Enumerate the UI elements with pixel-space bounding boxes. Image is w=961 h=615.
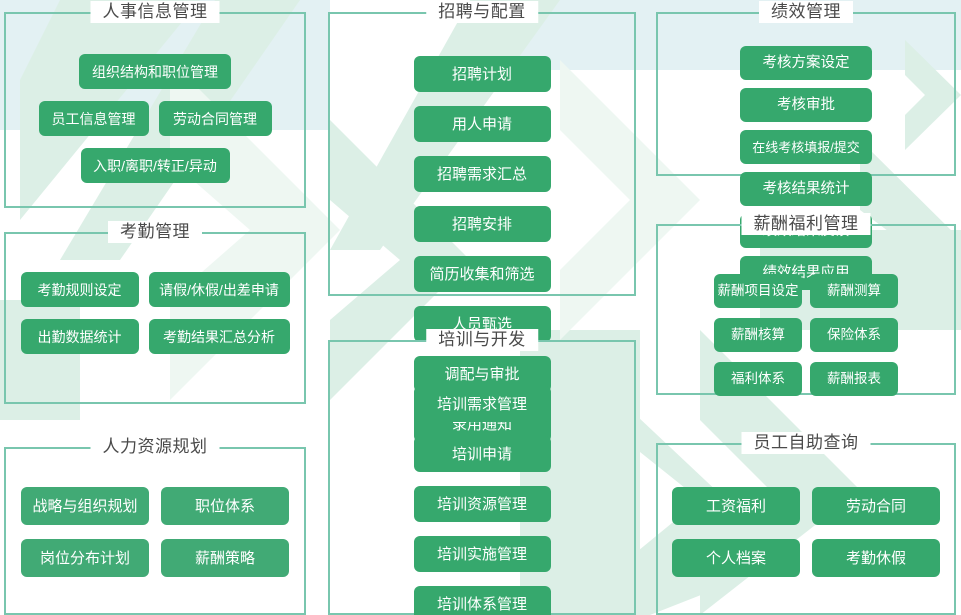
- module-button-salary-accounting[interactable]: 薪酬核算: [714, 318, 802, 352]
- module-button-training-resource[interactable]: 培训资源管理: [413, 486, 551, 522]
- panel-title-attendance: 考勤管理: [108, 221, 202, 243]
- module-button-appraisal-scheme[interactable]: 考核方案设定: [740, 46, 872, 80]
- module-button-attendance-leave-query[interactable]: 考勤休假: [812, 539, 940, 577]
- module-button-employee-info[interactable]: 员工信息管理: [38, 101, 149, 136]
- module-button-attendance-analysis[interactable]: 考勤结果汇总分析: [148, 319, 290, 354]
- module-button-resume-collection[interactable]: 简历收集和筛选: [413, 256, 551, 292]
- module-button-salary-item-setup[interactable]: 薪酬项目设定: [714, 274, 802, 308]
- panel-body-hr-planning: 战略与组织规划 职位体系 岗位分布计划 薪酬策略: [6, 487, 304, 577]
- module-button-training-system[interactable]: 培训体系管理: [413, 586, 551, 615]
- module-button-online-appraisal-submit[interactable]: 在线考核填报/提交: [740, 130, 872, 164]
- panel-attendance: 考勤管理 考勤规则设定 请假/休假/出差申请 出勤数据统计 考勤结果汇总分析: [4, 221, 306, 404]
- module-button-labor-contract[interactable]: 劳动合同管理: [158, 101, 272, 136]
- panel-hr-info: 人事信息管理 组织结构和职位管理 员工信息管理 劳动合同管理 入职/离职/转正/…: [4, 1, 306, 208]
- module-button-hiring-request[interactable]: 用人申请: [413, 106, 551, 142]
- panel-compensation-benefits: 薪酬福利管理 薪酬项目设定 薪酬测算 薪酬核算 保险体系 福利体系 薪酬报表: [656, 213, 956, 396]
- module-button-appraisal-approval[interactable]: 考核审批: [740, 88, 872, 122]
- panel-hr-planning: 人力资源规划 战略与组织规划 职位体系 岗位分布计划 薪酬策略: [4, 436, 306, 615]
- module-button-post-distribution-plan[interactable]: 岗位分布计划: [21, 539, 149, 577]
- module-button-salary-benefits-query[interactable]: 工资福利: [672, 487, 800, 525]
- module-button-onboard-offboard[interactable]: 入职/离职/转正/异动: [80, 148, 230, 183]
- module-button-training-application[interactable]: 培训申请: [413, 436, 551, 472]
- panel-training-development: 培训与开发 培训需求管理 培训申请 培训资源管理 培训实施管理 培训体系管理 培…: [328, 329, 636, 615]
- panel-title-performance: 绩效管理: [759, 1, 853, 23]
- panel-title-employee-self-service: 员工自助查询: [741, 432, 871, 454]
- module-button-insurance-system[interactable]: 保险体系: [810, 318, 898, 352]
- module-button-recruitment-schedule[interactable]: 招聘安排: [413, 206, 551, 242]
- panel-title-hr-info: 人事信息管理: [90, 1, 220, 23]
- module-button-labor-contract-query[interactable]: 劳动合同: [812, 487, 940, 525]
- module-button-training-implementation[interactable]: 培训实施管理: [413, 536, 551, 572]
- module-button-salary-strategy[interactable]: 薪酬策略: [161, 539, 289, 577]
- module-button-recruitment-demand-summary[interactable]: 招聘需求汇总: [413, 156, 551, 192]
- module-button-recruitment-plan[interactable]: 招聘计划: [413, 56, 551, 92]
- module-button-salary-report[interactable]: 薪酬报表: [810, 362, 898, 396]
- module-button-training-demand[interactable]: 培训需求管理: [413, 386, 551, 422]
- panel-recruitment: 招聘与配置 招聘计划 用人申请 招聘需求汇总 招聘安排 简历收集和筛选 人员甄选…: [328, 1, 636, 442]
- module-button-position-system[interactable]: 职位体系: [161, 487, 289, 525]
- module-button-attendance-stats[interactable]: 出勤数据统计: [20, 319, 139, 354]
- module-button-attendance-rules[interactable]: 考勤规则设定: [20, 272, 139, 307]
- module-button-benefits-system[interactable]: 福利体系: [714, 362, 802, 396]
- panel-employee-self-service: 员工自助查询 工资福利 劳动合同 个人档案 考勤休假: [656, 432, 956, 615]
- module-button-strategy-org-planning[interactable]: 战略与组织规划: [21, 487, 149, 525]
- panel-body-attendance: 考勤规则设定 请假/休假/出差申请 出勤数据统计 考勤结果汇总分析: [6, 272, 304, 354]
- module-button-leave-request[interactable]: 请假/休假/出差申请: [148, 272, 290, 307]
- panel-performance: 绩效管理 考核方案设定 考核审批 在线考核填报/提交 考核结果统计 绩效结果反馈…: [656, 1, 956, 290]
- module-button-org-structure[interactable]: 组织结构和职位管理: [79, 54, 231, 89]
- panel-body-training-development: 培训需求管理 培训申请 培训资源管理 培训实施管理 培训体系管理 培训效果评估 …: [330, 386, 634, 615]
- panel-title-hr-planning: 人力资源规划: [90, 436, 220, 458]
- module-button-personal-file-query[interactable]: 个人档案: [672, 539, 800, 577]
- panel-body-compensation-benefits: 薪酬项目设定 薪酬测算 薪酬核算 保险体系 福利体系 薪酬报表: [658, 274, 954, 396]
- panel-title-recruitment: 招聘与配置: [426, 1, 538, 23]
- module-button-appraisal-result-stats[interactable]: 考核结果统计: [740, 172, 872, 206]
- panel-title-compensation-benefits: 薪酬福利管理: [741, 213, 871, 235]
- panel-body-hr-info: 组织结构和职位管理 员工信息管理 劳动合同管理 入职/离职/转正/异动: [6, 54, 304, 183]
- panel-title-training-development: 培训与开发: [426, 329, 538, 351]
- panel-body-employee-self-service: 工资福利 劳动合同 个人档案 考勤休假: [658, 487, 954, 577]
- module-button-salary-estimation[interactable]: 薪酬测算: [810, 274, 898, 308]
